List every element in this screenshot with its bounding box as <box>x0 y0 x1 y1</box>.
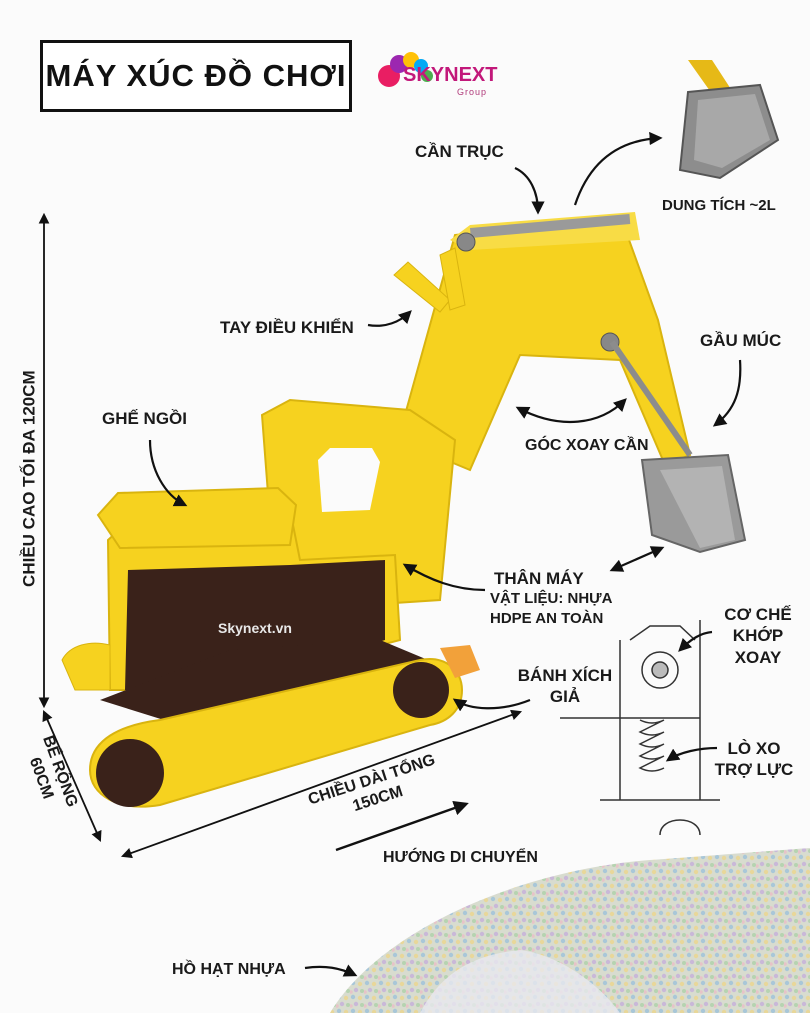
tracks-label: BÁNH XÍCH GIẢ <box>510 665 620 708</box>
pit-label: HỒ HẠT NHỰA <box>172 961 286 978</box>
seat <box>96 486 298 550</box>
boom-label: CẦN TRỤC <box>415 142 504 161</box>
arm-rotation-label: GÓC XOAY CẦN <box>525 437 649 454</box>
logo-balloons-icon <box>378 52 433 87</box>
joint-schematic <box>560 620 720 836</box>
direction-label: HƯỚNG DI CHUYỂN <box>383 849 538 866</box>
boom-arrow <box>514 167 545 215</box>
joint-label: CƠ CHẾ KHỚP XOAY <box>712 604 804 668</box>
body-label-title: THÂN MÁY <box>494 569 584 588</box>
control-lever-label: TAY ĐIỀU KHIỂN <box>220 318 354 337</box>
bucket-arrow <box>712 359 742 427</box>
wheel-rear <box>393 662 449 718</box>
tracks-label-line2: GIẢ <box>549 687 581 707</box>
watermark: Skynext.vn <box>218 620 292 636</box>
joint-label-line2: KHỚP <box>732 626 784 646</box>
spring-label: LÒ XO TRỢ LỰC <box>706 738 802 781</box>
length-dimension-line <box>120 709 523 859</box>
control-levers <box>393 247 466 313</box>
body-label-material: VẬT LIỆU: NHỰA <box>490 590 613 607</box>
title-box: MÁY XÚC ĐỒ CHƠI <box>40 40 352 112</box>
height-label: CHIỀU CAO TỐI ĐA 120CM <box>19 370 39 587</box>
pit-arrow <box>304 964 358 977</box>
rotation-arrow <box>515 398 627 424</box>
bucket-capacity-label: DUNG TÍCH ~2L <box>662 197 776 214</box>
seat-label: GHẾ NGỒI <box>102 409 188 428</box>
page-title: MÁY XÚC ĐỒ CHƠI <box>45 58 347 93</box>
tracks-arrow <box>452 698 531 712</box>
spring-label-line1: LÒ XO <box>727 739 781 758</box>
bucket-label: GẦU MÚC <box>700 331 782 350</box>
bucket <box>640 453 747 554</box>
body-label-safety: HDPE AN TOÀN <box>490 610 604 627</box>
logo-sub: Group <box>457 87 488 97</box>
cab-tower <box>260 398 457 612</box>
brand-logo: SKYNEXT Group <box>375 50 505 102</box>
spring-arrow <box>665 746 718 762</box>
ball-pit <box>330 848 810 1013</box>
width-dimension-line <box>42 710 102 842</box>
joint-arrow <box>678 630 713 652</box>
spring-label-line2: TRỢ LỰC <box>714 760 794 780</box>
lever-arrow <box>367 310 412 327</box>
logo-word: SKYNEXT <box>403 64 498 86</box>
tracks-label-line1: BÁNH XÍCH <box>517 666 613 685</box>
boom-arm <box>396 212 693 472</box>
bucket-inset <box>678 60 780 180</box>
body-arrow <box>402 563 486 592</box>
capacity-arrow <box>573 131 663 206</box>
joint-label-line3: XOAY <box>734 647 782 667</box>
wheel-front <box>96 739 164 807</box>
body-to-bucket-arrow <box>609 546 665 572</box>
joint-label-line1: CƠ CHẾ <box>724 605 792 624</box>
seat-arrow <box>148 439 188 507</box>
direction-arrow <box>335 800 469 852</box>
